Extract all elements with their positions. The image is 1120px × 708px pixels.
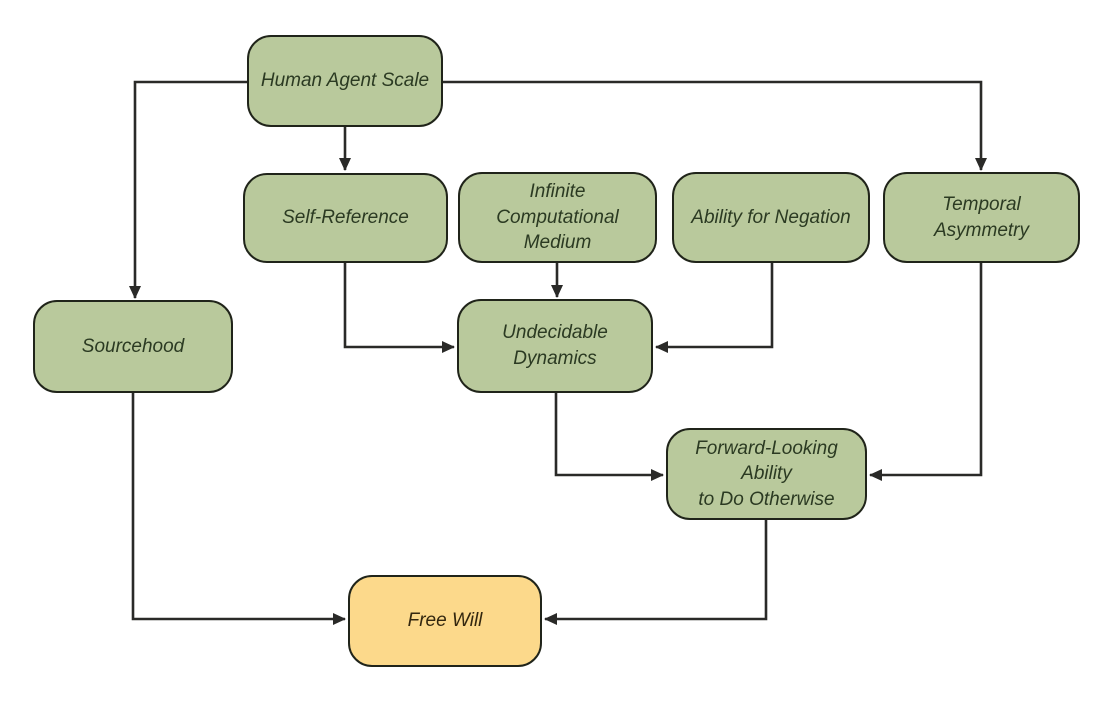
edge-self-reference-to-undecidable-dynamics (343, 263, 455, 353)
edge-forward-looking-to-free-will (544, 520, 768, 625)
node-human-agent-scale: Human Agent Scale (247, 35, 443, 127)
edge-undecidable-dynamics-to-forward-looking (554, 393, 664, 481)
node-forward-looking-ability: Forward-Looking Ability to Do Otherwise (666, 428, 867, 520)
edge-human-agent-scale-to-sourcehood (129, 80, 247, 299)
edge-ability-for-negation-to-undecidable-dynamics (655, 263, 774, 353)
edge-sourcehood-to-free-will (131, 393, 346, 625)
node-self-reference: Self-Reference (243, 173, 448, 263)
node-free-will: Free Will (348, 575, 542, 667)
node-sourcehood: Sourcehood (33, 300, 233, 393)
node-undecidable-dynamics: Undecidable Dynamics (457, 299, 653, 393)
edge-human-agent-scale-to-temporal-asymmetry (443, 80, 987, 171)
node-infinite-computational-medium: Infinite Computational Medium (458, 172, 657, 263)
edge-temporal-asymmetry-to-forward-looking (869, 263, 983, 481)
node-temporal-asymmetry: Temporal Asymmetry (883, 172, 1080, 263)
node-ability-for-negation: Ability for Negation (672, 172, 870, 263)
